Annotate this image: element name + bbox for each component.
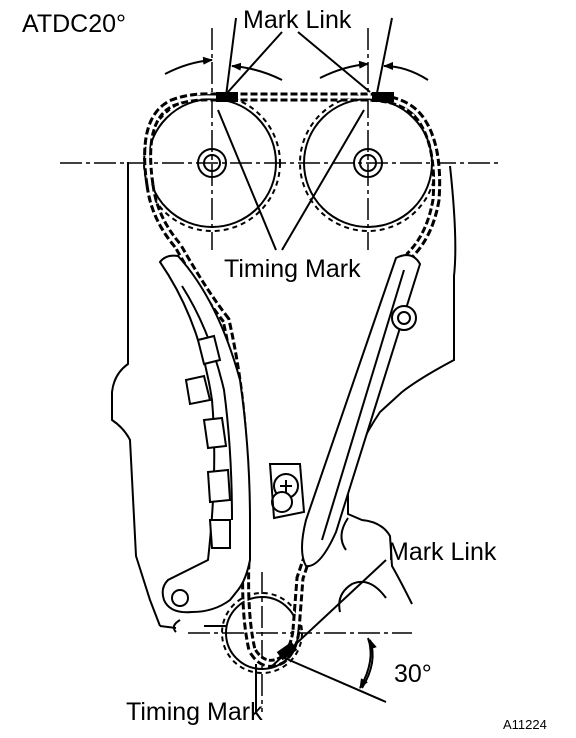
chain-tensioner-arm [158, 254, 251, 614]
chain-guide [301, 254, 422, 568]
mark-link-label-top: Mark Link [243, 6, 352, 34]
leader-lines [217, 17, 393, 714]
top-angle-arrows [164, 56, 429, 81]
timing-mark-label-top: Timing Mark [224, 255, 361, 283]
figure-id: A11224 [503, 717, 547, 732]
angle-label-30: 30° [394, 660, 432, 688]
angle-arc-30 [359, 637, 377, 689]
mounting-bolts [268, 463, 306, 520]
mark-link-label-bottom: Mark Link [388, 538, 497, 566]
timing-mark-label-bottom: Timing Mark [126, 698, 263, 726]
angle-label-atdc: ATDC20° [22, 10, 127, 38]
